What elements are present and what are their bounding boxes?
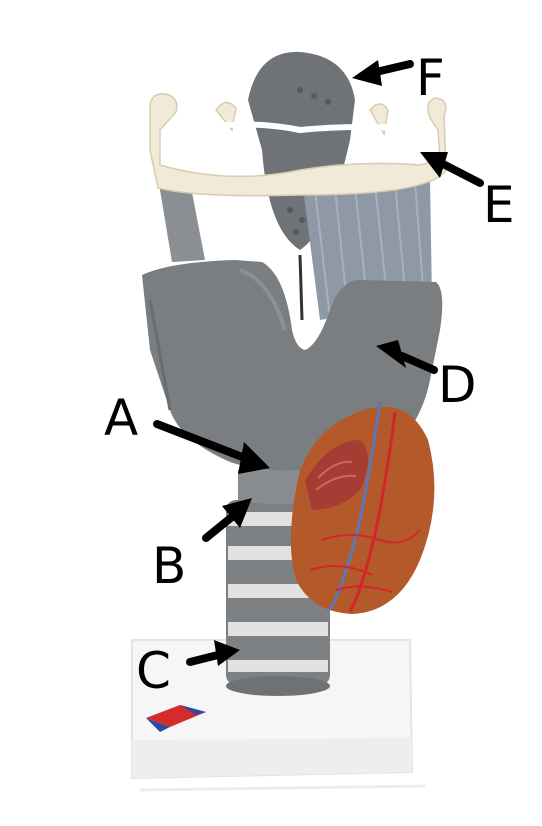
arrow-b [202, 498, 252, 542]
arrow-f [352, 60, 414, 86]
arrow-a [153, 420, 270, 474]
display-base [131, 639, 426, 792]
thyroid-gland [290, 401, 435, 614]
brand-logo [146, 705, 206, 732]
arrow-c [186, 640, 240, 666]
label-e: E [483, 176, 515, 234]
label-c: C [136, 642, 171, 700]
label-a: A [104, 389, 138, 447]
hyoid-bone [149, 93, 447, 197]
label-b: B [152, 537, 186, 595]
label-d: D [438, 356, 477, 414]
arrow-e [420, 152, 484, 187]
pointer-arrows [153, 60, 484, 666]
thyrohyoid-ligament-left [158, 169, 205, 262]
label-f: F [416, 49, 445, 107]
arrow-d [376, 340, 438, 374]
